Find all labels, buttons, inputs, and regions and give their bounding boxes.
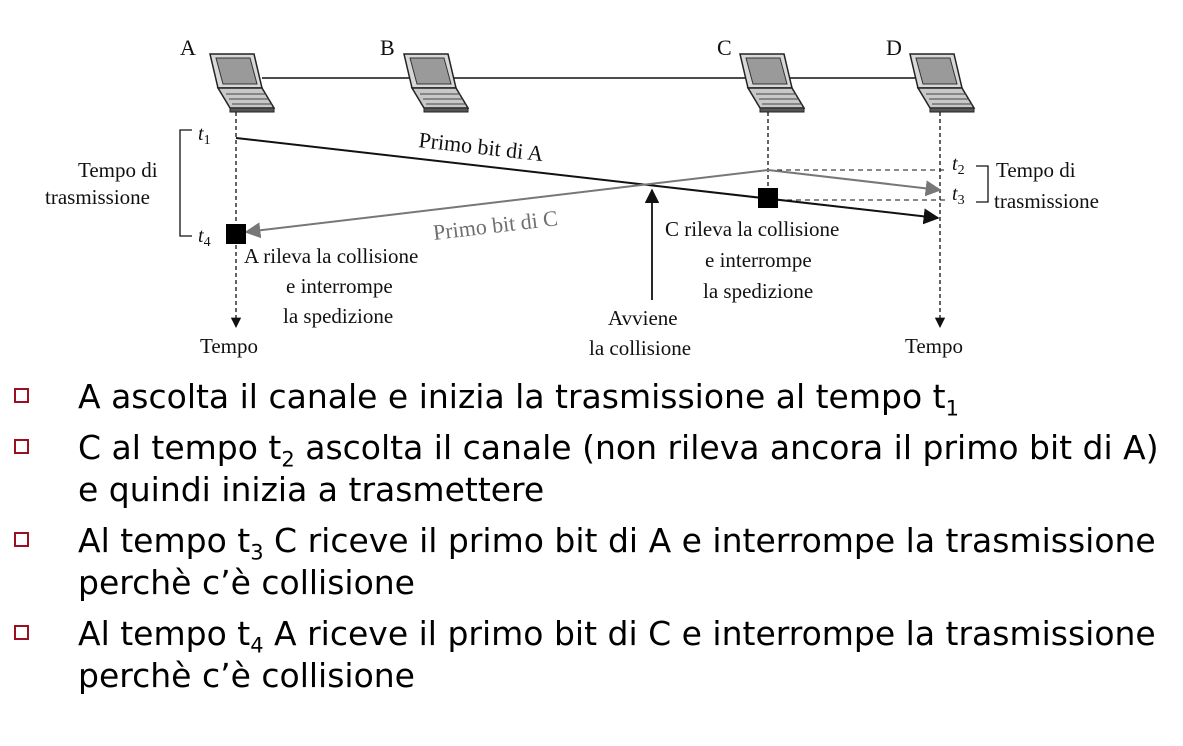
- bullet-item: A ascolta il canale e inizia la trasmiss…: [14, 376, 1174, 419]
- node-label-c: C: [717, 35, 732, 60]
- laptop-d-icon: [909, 53, 975, 113]
- a-rileva-line1: A rileva la collisione: [244, 244, 418, 268]
- c-rileva-line1: C rileva la collisione: [665, 217, 839, 241]
- square-bullet-icon: [14, 388, 29, 403]
- primo-bit-c-label: Primo bit di C: [432, 205, 559, 245]
- laptop-a-icon: [209, 53, 275, 113]
- node-label-b: B: [380, 35, 395, 60]
- a-rileva-line2: e interrompe: [286, 274, 393, 298]
- bullet-item: Al tempo t3 C riceve il primo bit di A e…: [14, 520, 1174, 604]
- tempo-label-right: Tempo: [905, 334, 963, 358]
- bullet-item: Al tempo t4 A riceve il primo bit di C e…: [14, 613, 1174, 697]
- collision-square-a: [226, 224, 246, 244]
- square-bullet-icon: [14, 625, 29, 640]
- signal-c-line: [244, 169, 769, 239]
- square-bullet-icon: [14, 532, 29, 547]
- tempo-di-left-line2: trasmissione: [45, 185, 150, 209]
- signal-c-right-line: [767, 169, 942, 197]
- t2-label: t2: [952, 153, 965, 178]
- signal-a-line: [235, 137, 940, 225]
- square-bullet-icon: [14, 439, 29, 454]
- csma-cd-collision-diagram: A B C D t1 t4 Tempo di trasmissione t2 t…: [45, 35, 1099, 360]
- t4-label: t4: [198, 225, 211, 250]
- a-rileva-line3: la spedizione: [283, 304, 393, 328]
- right-bracket: [976, 165, 989, 203]
- c-rileva-line2: e interrompe: [705, 248, 812, 272]
- left-bracket: [179, 129, 192, 237]
- avviene-line2: la collisione: [589, 336, 691, 360]
- t1-label: t1: [198, 123, 211, 148]
- collision-square-c: [758, 188, 778, 208]
- t3-label: t3: [952, 183, 965, 208]
- tempo-di-right-line2: trasmissione: [994, 189, 1099, 213]
- tempo-di-left-line1: Tempo di: [78, 158, 158, 182]
- tempo-di-right-line1: Tempo di: [996, 158, 1076, 182]
- avviene-line1: Avviene: [608, 306, 678, 330]
- bullet-item: C al tempo t2 ascolta il canale (non ril…: [14, 427, 1174, 511]
- laptop-c-icon: [739, 53, 805, 113]
- node-label-a: A: [180, 35, 196, 60]
- bullet-list: A ascolta il canale e inizia la trasmiss…: [14, 376, 1174, 706]
- c-rileva-line3: la spedizione: [703, 279, 813, 303]
- node-label-d: D: [886, 35, 902, 60]
- tempo-label-left: Tempo: [200, 334, 258, 358]
- laptop-b-icon: [403, 53, 469, 113]
